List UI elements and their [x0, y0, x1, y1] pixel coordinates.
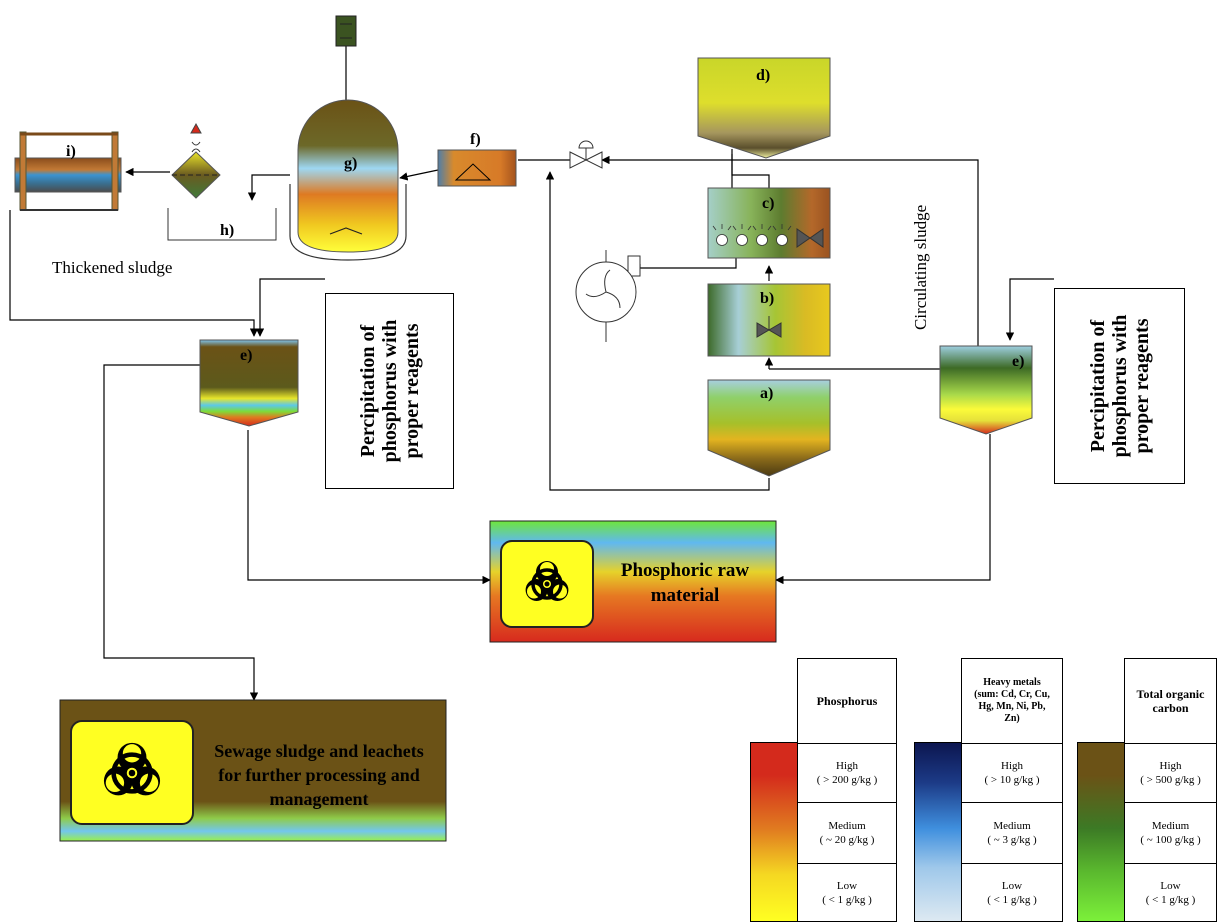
legend-toc-low: Low( < 1 g/kg ): [1124, 863, 1217, 922]
legend-phosphorus-high: High( > 200 g/kg ): [797, 743, 897, 803]
unit-e-left-label: e): [240, 347, 252, 364]
legend-swatch-phosphorus: [750, 742, 798, 922]
unit-f-filter: f): [437, 131, 517, 187]
legend-header-heavy-metals: Heavy metals (sum: Cd, Cr, Cu, Hg, Mn, N…: [961, 658, 1063, 744]
unit-b-label: b): [760, 290, 774, 307]
line-f-to-g: [399, 169, 439, 181]
unit-c-aeration: c): [707, 187, 831, 259]
circulating-sludge-label: Circulating sludge: [911, 205, 930, 330]
line-reagent-to-e-left: [255, 278, 325, 337]
unit-d-clarifier: d): [697, 57, 831, 159]
legend-phosphorus-low: Low( < 1 g/kg ): [797, 863, 897, 922]
line-reagent-to-e-right: [1005, 278, 1054, 341]
phosphoric-line-2: material: [650, 585, 720, 606]
sludge-line-3: management: [269, 789, 369, 809]
note-line-3: proper reagents: [1130, 318, 1153, 454]
line-recirc-right: [601, 155, 979, 354]
sludge-line-1: Sewage sludge and leachets: [214, 741, 424, 761]
note-line-1: Percipitation of: [356, 324, 379, 458]
legend-heavy-metals-low: Low( < 1 g/kg ): [961, 863, 1063, 922]
sludge-label: Sewage sludge and leachets for further p…: [196, 735, 442, 815]
hazard-badge-phosphoric: [500, 540, 594, 628]
line-d-to-valve: [731, 154, 770, 188]
legend-toc-medium: Medium( ~ 100 g/kg ): [1124, 802, 1217, 864]
unit-i-drum-thickener: i): [14, 131, 122, 211]
unit-c-label: c): [762, 195, 774, 212]
valve-icon: [569, 140, 603, 169]
air-diffuser-icon: [712, 224, 792, 246]
line-a-return: [545, 171, 770, 491]
motor-icon: [335, 15, 357, 47]
biohazard-icon: [525, 561, 569, 601]
blower-icon: [575, 250, 641, 342]
unit-f-label: f): [470, 131, 481, 148]
line-i-to-e-left: [9, 210, 259, 337]
hazard-badge-sludge: [70, 720, 194, 825]
line-e-left-to-sludge: [103, 364, 259, 701]
precipitation-note-right: Percipitation of phosphorus with proper …: [1054, 288, 1185, 484]
legend-swatch-heavy-metals: [914, 742, 962, 922]
legend-phosphorus-medium: Medium( ~ 20 g/kg ): [797, 802, 897, 864]
biohazard-icon: [103, 742, 161, 795]
note-line-2: phosphorus with: [378, 319, 401, 463]
unit-b-tank: b): [707, 283, 831, 357]
legend-heavy-metals-high: High( > 10 g/kg ): [961, 743, 1063, 803]
legend-header-toc: Total organic carbon: [1124, 658, 1217, 744]
unit-g-label: g): [344, 155, 357, 172]
unit-e-right-precipitation: e): [939, 345, 1033, 435]
sludge-line-2: for further processing and: [218, 765, 420, 785]
unit-e-left-precipitation: e): [199, 339, 299, 427]
line-g-to-h: [247, 174, 290, 201]
mixer-icon: [796, 228, 824, 248]
legend-header-phosphorus: Phosphorus: [797, 658, 897, 744]
unit-h-label: h): [220, 222, 234, 239]
unit-i-label: i): [66, 143, 76, 160]
unit-d-label: d): [756, 67, 770, 84]
note-line-1: Percipitation of: [1086, 319, 1109, 453]
note-line-3: proper reagents: [400, 323, 423, 459]
line-e-right-to-phos: [775, 434, 991, 585]
unit-g-digester: g): [289, 99, 407, 261]
unit-a-primary-settler: a): [707, 379, 831, 477]
unit-e-right-label: e): [1012, 353, 1024, 370]
phosphoric-label: Phosphoric raw material: [600, 556, 770, 610]
unit-a-label: a): [760, 385, 773, 402]
mixer-icon: [756, 316, 782, 338]
legend-heavy-metals-medium: Medium( ~ 3 g/kg ): [961, 802, 1063, 864]
note-line-2: phosphorus with: [1108, 314, 1131, 458]
line-e-left-to-phos: [247, 430, 491, 585]
legend-toc-high: High( > 500 g/kg ): [1124, 743, 1217, 803]
precipitation-note-left: Percipitation of phosphorus with proper …: [325, 293, 454, 489]
legend-swatch-toc: [1077, 742, 1125, 922]
phosphoric-line-1: Phosphoric raw: [620, 560, 750, 581]
thickened-sludge-label: Thickened sludge: [52, 258, 172, 277]
unit-h-dewatering: h): [167, 122, 277, 241]
